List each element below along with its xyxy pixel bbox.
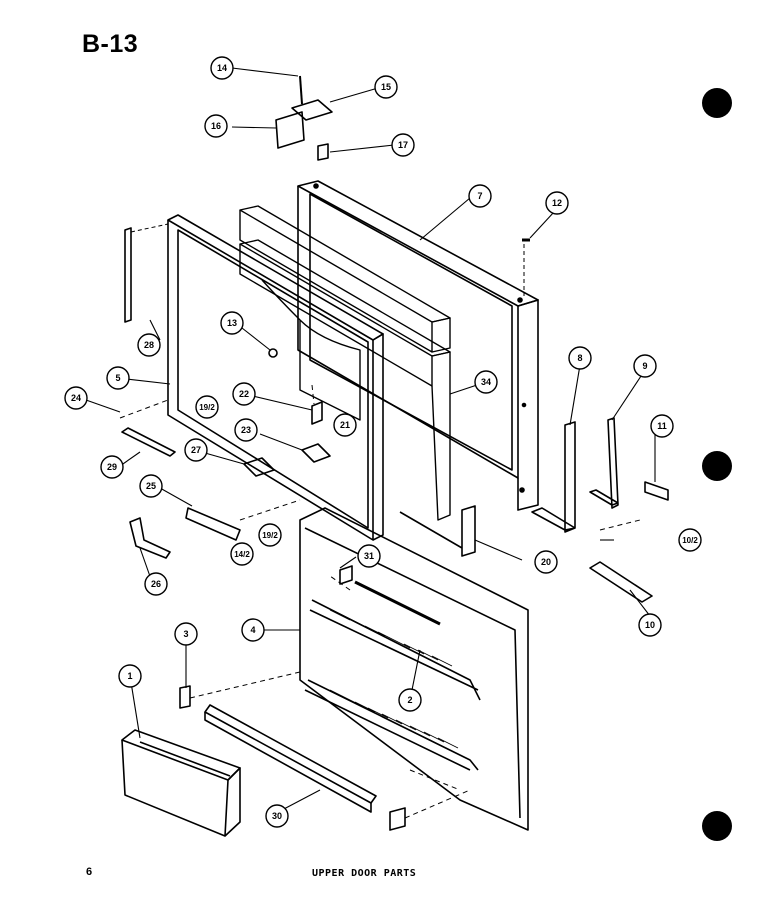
- callout-1-label: 1: [127, 671, 132, 681]
- callout-10: 10: [638, 613, 662, 637]
- part-29-strip: [121, 427, 176, 457]
- part-23-hinge-pin: [301, 443, 331, 463]
- callout-16: 16: [204, 114, 228, 138]
- part-11-strip: [644, 481, 669, 501]
- callout-15: 15: [374, 75, 398, 99]
- callout-27: 27: [184, 438, 208, 462]
- part-27-plate: [243, 457, 275, 477]
- callout-34-label: 34: [481, 377, 491, 387]
- callout-26-label: 26: [151, 579, 161, 589]
- lower-hinge-plate: [185, 507, 241, 541]
- callout-30-label: 30: [272, 811, 282, 821]
- fraction-callout-4-label: 14/2: [234, 550, 250, 559]
- page-number: 6: [86, 866, 93, 878]
- fraction-callout-3: 19/2: [258, 523, 282, 547]
- callout-14: 14: [210, 56, 234, 80]
- part-1-bin: [121, 729, 241, 837]
- fraction-callout-1: 19/2: [195, 395, 219, 419]
- callout-12-label: 12: [552, 198, 562, 208]
- callout-9-label: 9: [642, 361, 647, 371]
- callout-7-label: 7: [477, 191, 482, 201]
- part-34-foam-spacer: [239, 205, 451, 521]
- callout-28-label: 28: [144, 340, 154, 350]
- fraction-callout-4: 14/2: [230, 542, 254, 566]
- callout-23-label: 23: [241, 425, 251, 435]
- fraction-callout-2-label: 10/2: [682, 536, 698, 545]
- callout-16-label: 16: [211, 121, 221, 131]
- part-20-bracket: [399, 505, 476, 557]
- part-9-bracket: [589, 417, 619, 509]
- callout-4-label: 4: [250, 625, 255, 635]
- callout-7: 7: [468, 184, 492, 208]
- part-22-bushing: [311, 401, 323, 425]
- callout-13: 13: [220, 311, 244, 335]
- callout-2: 2: [398, 688, 422, 712]
- binder-hole-middle: [702, 451, 732, 481]
- callout-8-label: 8: [577, 353, 582, 363]
- callout-31-label: 31: [364, 551, 374, 561]
- part-10-channel: [589, 561, 653, 603]
- callout-24-label: 24: [71, 393, 81, 403]
- callout-27-label: 27: [191, 445, 201, 455]
- bottom-bracket: [389, 807, 406, 831]
- callout-25-label: 25: [146, 481, 156, 491]
- callout-30: 30: [265, 804, 289, 828]
- callout-31: 31: [357, 544, 381, 568]
- callout-20-label: 20: [541, 557, 551, 567]
- binder-hole-top: [702, 88, 732, 118]
- part-4-door-liner: [299, 507, 529, 831]
- callout-8: 8: [568, 346, 592, 370]
- callout-9: 9: [633, 354, 657, 378]
- callout-3: 3: [174, 622, 198, 646]
- callout-13-label: 13: [227, 318, 237, 328]
- callout-26: 26: [144, 572, 168, 596]
- callout-28: 28: [137, 333, 161, 357]
- part-26-hinge-arm: [129, 517, 171, 559]
- callout-24: 24: [64, 386, 88, 410]
- callout-14-label: 14: [217, 63, 227, 73]
- callout-2-label: 2: [407, 695, 412, 705]
- part-7-outer-door-frame: [297, 180, 539, 511]
- fraction-callout-2: 10/2: [678, 528, 702, 552]
- callout-11: 11: [650, 414, 674, 438]
- callout-5: 5: [106, 366, 130, 390]
- callout-22-label: 22: [239, 389, 249, 399]
- callout-10-label: 10: [645, 620, 655, 630]
- callout-29: 29: [100, 455, 124, 479]
- part-5-door-gasket: [167, 214, 384, 541]
- callout-5-label: 5: [115, 373, 120, 383]
- callout-21: 21: [333, 413, 357, 437]
- callout-12: 12: [545, 191, 569, 215]
- callout-17: 17: [391, 133, 415, 157]
- page-id: B-13: [82, 30, 139, 58]
- callout-20: 20: [534, 550, 558, 574]
- callout-15-label: 15: [381, 82, 391, 92]
- callout-4: 4: [241, 618, 265, 642]
- callout-21-label: 21: [340, 420, 350, 430]
- diagram-caption: UPPER DOOR PARTS: [312, 868, 417, 879]
- callout-17-label: 17: [398, 140, 408, 150]
- callout-25: 25: [139, 474, 163, 498]
- callout-22: 22: [232, 382, 256, 406]
- fraction-callout-1-label: 19/2: [199, 403, 215, 412]
- fraction-callout-3-label: 19/2: [262, 531, 278, 540]
- binder-hole-bottom: [702, 811, 732, 841]
- part-28-strip: [124, 227, 132, 323]
- callout-29-label: 29: [107, 462, 117, 472]
- callout-34: 34: [474, 370, 498, 394]
- callout-11-label: 11: [657, 421, 667, 431]
- callout-1: 1: [118, 664, 142, 688]
- hinge-assembly: [275, 75, 333, 161]
- part-30-bar: [204, 704, 377, 804]
- callout-23: 23: [234, 418, 258, 442]
- callout-3-label: 3: [183, 629, 188, 639]
- part-3-bracket: [179, 685, 191, 709]
- part-8-bracket: [531, 421, 576, 533]
